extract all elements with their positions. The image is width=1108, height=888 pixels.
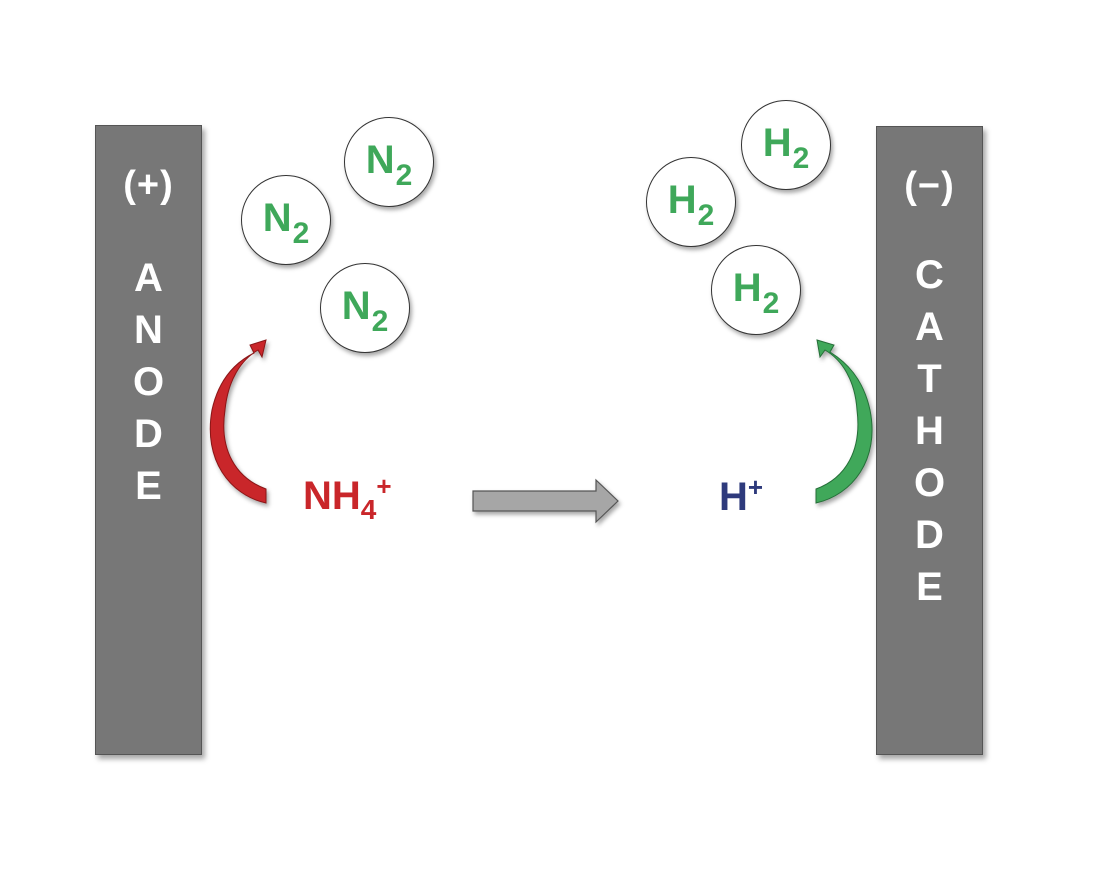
n2-molecule: N2 <box>344 117 434 207</box>
ion-symbol: NH <box>303 474 361 518</box>
migration-arrow <box>472 478 619 524</box>
anode-electrode: (+) ANODE <box>95 125 202 755</box>
molecule-symbol: N <box>262 196 292 240</box>
molecule-subscript: 2 <box>792 142 810 175</box>
molecule-subscript: 2 <box>395 159 413 192</box>
anode-polarity: (+) <box>123 164 174 206</box>
n2-molecule: N2 <box>320 263 410 353</box>
h2-molecule: H2 <box>741 100 831 190</box>
molecule-subscript: 2 <box>292 217 310 250</box>
ammonium-ion: NH4+ <box>303 473 392 524</box>
molecule-subscript: 2 <box>371 305 389 338</box>
molecule-symbol: H <box>762 121 792 165</box>
h2-molecule: H2 <box>646 157 736 247</box>
molecule-symbol: H <box>732 266 762 310</box>
ion-charge: + <box>747 472 764 502</box>
reduction-arrow <box>815 339 873 504</box>
molecule-subscript: 2 <box>697 199 715 232</box>
molecule-symbol: N <box>365 138 395 182</box>
molecule-symbol: N <box>341 284 371 328</box>
ion-subscript: 4 <box>360 494 377 525</box>
molecule-subscript: 2 <box>762 287 780 320</box>
cathode-polarity: (−) <box>904 165 955 207</box>
ion-charge: + <box>376 471 392 501</box>
anode-label: ANODE <box>132 256 165 508</box>
ion-symbol: H <box>719 475 748 519</box>
cathode-electrode: (−) CATHODE <box>876 126 983 755</box>
h2-molecule: H2 <box>711 245 801 335</box>
n2-molecule: N2 <box>241 175 331 265</box>
molecule-symbol: H <box>667 178 697 222</box>
cathode-label: CATHODE <box>913 253 946 609</box>
proton-ion: H+ <box>719 474 763 519</box>
oxidation-arrow <box>209 339 267 504</box>
